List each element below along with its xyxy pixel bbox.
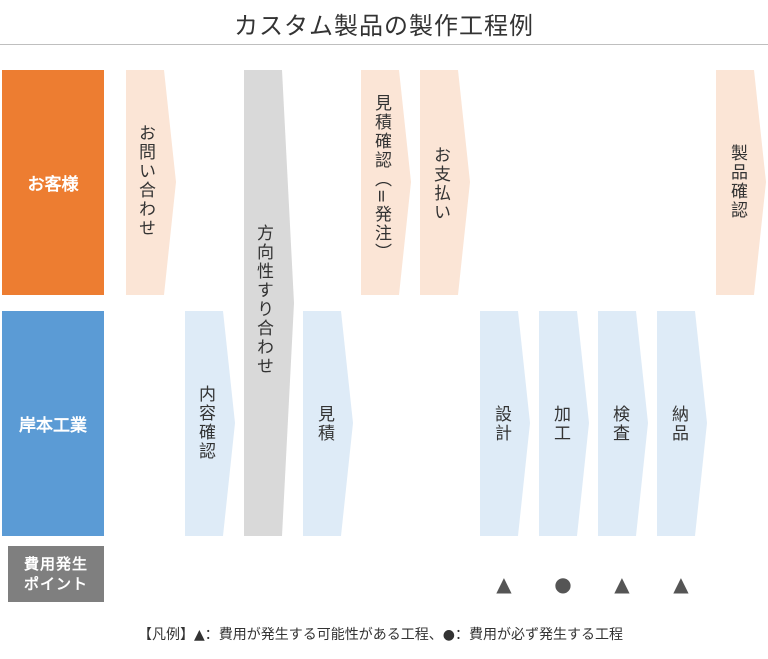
step-inspection: 検査	[598, 311, 648, 536]
step-design: 設計	[480, 311, 530, 536]
row-label-customer-text: お客様	[27, 175, 79, 195]
step-direction-meeting-label: 方向性すり合わせ	[253, 224, 273, 376]
step-inquiry: お問い合わせ	[126, 70, 176, 295]
step-estimate-confirm-shape	[361, 70, 411, 295]
step-delivery: 納品	[657, 311, 707, 536]
step-payment: お支払い	[420, 70, 470, 295]
step-delivery-label: 納品	[668, 405, 688, 443]
step-delivery-shape	[657, 311, 707, 536]
row-label-customer: お客様	[2, 70, 104, 295]
step-inquiry-label: お問い合わせ	[135, 124, 155, 238]
step-product-confirm: 製品確認	[716, 70, 766, 295]
cost-mark-delivery: ▲	[673, 572, 689, 596]
row-label-cost-point: 費用発生 ポイント	[8, 546, 104, 602]
step-payment-shape	[420, 70, 470, 295]
row-label-company: 岸本工業	[2, 311, 104, 536]
step-estimate-shape	[303, 311, 353, 536]
step-design-shape	[480, 311, 530, 536]
row-label-company-text: 岸本工業	[19, 416, 87, 436]
title-divider	[0, 44, 768, 45]
step-direction-meeting: 方向性すり合わせ	[244, 70, 294, 536]
step-estimate-confirm-label: 見積確認（=発注）	[371, 94, 391, 263]
step-estimate-label: 見積	[314, 405, 334, 443]
step-inquiry-shape	[126, 70, 176, 295]
row-label-cost-line2: ポイント	[23, 575, 88, 593]
row-label-cost-line1: 費用発生	[23, 555, 88, 573]
step-inspection-label: 検査	[609, 405, 629, 443]
step-content-check-label: 内容確認	[195, 385, 215, 461]
step-direction-meeting-shape	[244, 70, 294, 536]
step-content-check-shape	[185, 311, 235, 536]
step-content-check: 内容確認	[185, 311, 235, 536]
step-processing: 加工	[539, 311, 589, 536]
cost-mark-processing: ●	[554, 572, 572, 596]
step-processing-shape	[539, 311, 589, 536]
cost-mark-inspection: ▲	[614, 572, 630, 596]
step-product-confirm-shape	[716, 70, 766, 295]
legend: 【凡例】▲：費用が発生する可能性がある工程、●：費用が必ず発生する工程	[138, 627, 623, 643]
step-inspection-shape	[598, 311, 648, 536]
step-processing-label: 加工	[550, 405, 570, 443]
step-payment-label: お支払い	[430, 146, 450, 222]
step-design-label: 設計	[491, 405, 511, 443]
step-product-confirm-label: 製品確認	[727, 144, 747, 220]
step-estimate-confirm: 見積確認（=発注）	[361, 70, 411, 295]
cost-mark-design: ▲	[496, 572, 512, 596]
step-estimate: 見積	[303, 311, 353, 536]
page-title: カスタム製品の製作工程例	[234, 12, 534, 40]
